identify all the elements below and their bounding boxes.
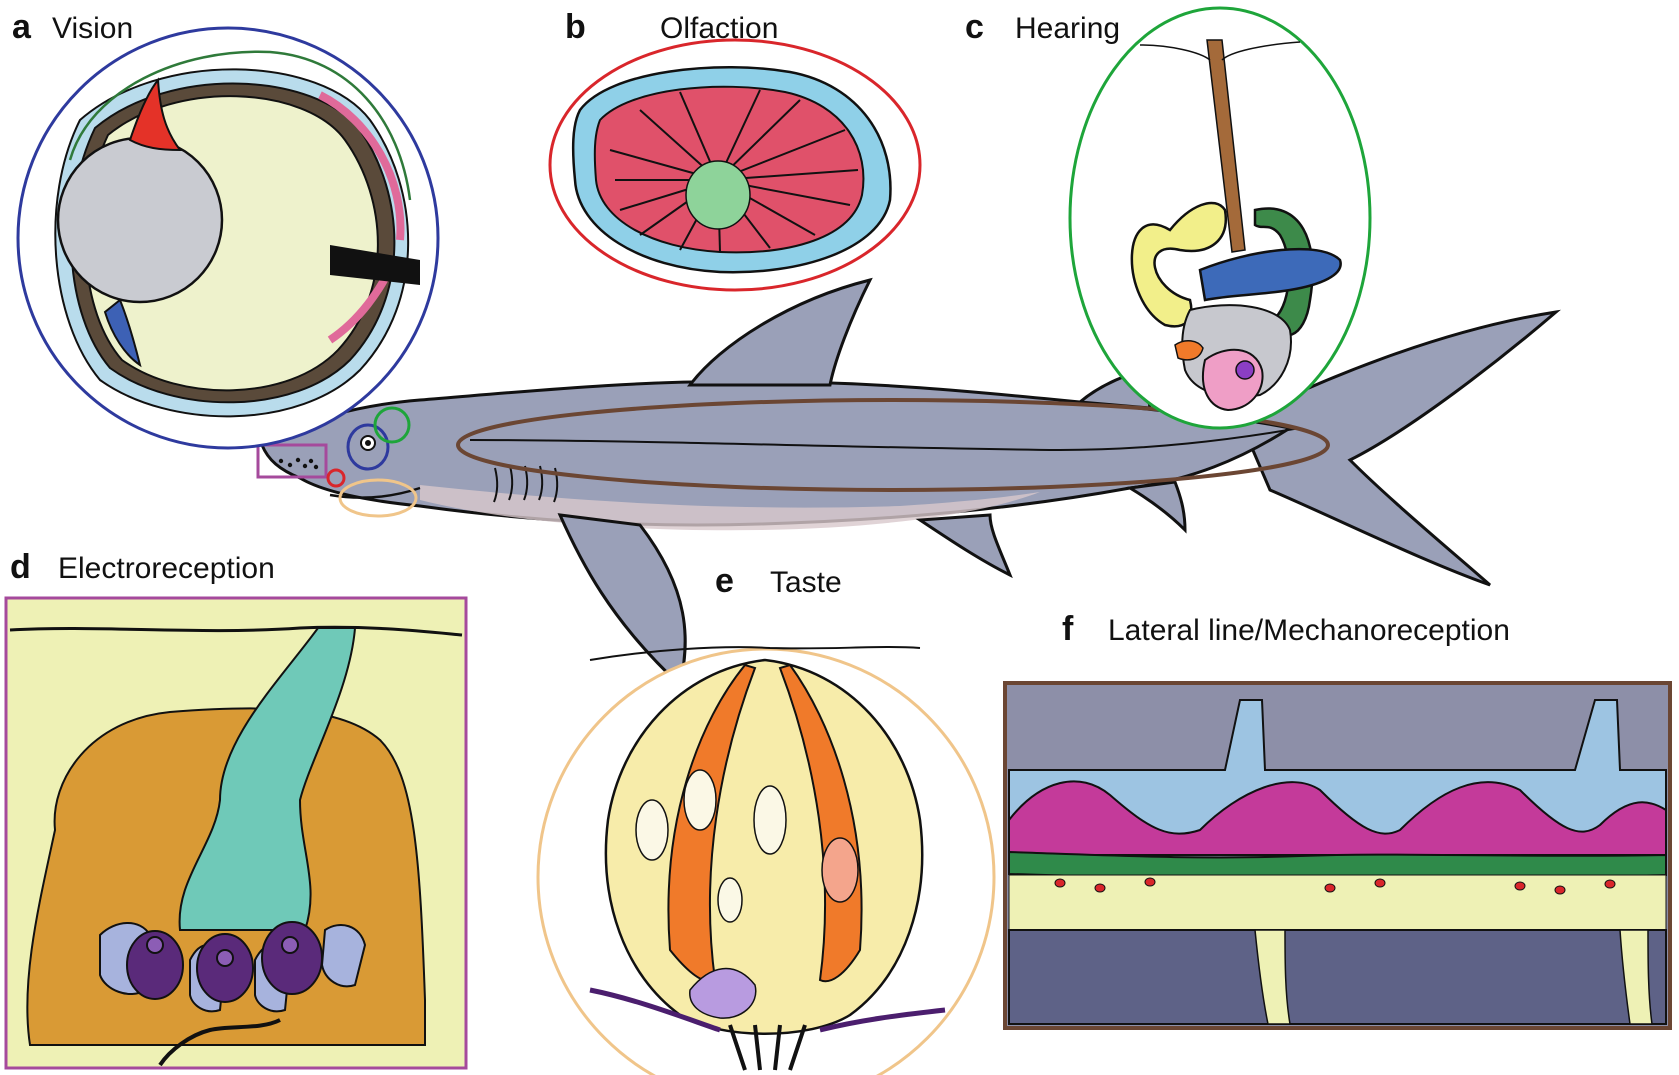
panel-f-title: Lateral line/Mechanoreception: [1108, 614, 1510, 647]
ampulla-canal: [178, 627, 357, 931]
panel-a-letter: a: [12, 8, 32, 46]
receptor-cells: [99, 921, 367, 1013]
lateral-line-cupulae: [1008, 780, 1667, 856]
marker-hearing: [373, 406, 411, 444]
shark-lateral-line: [469, 427, 1301, 452]
panel-e-taste: e Taste: [536, 562, 996, 1075]
panel-d-letter: d: [10, 548, 31, 586]
shark-dorsal-fin: [686, 277, 873, 387]
eye-lens: [56, 136, 224, 304]
panel-c-hearing: c Hearing: [965, 6, 1372, 430]
panel-f-letter: f: [1062, 610, 1074, 648]
panel-e-title: Taste: [770, 566, 842, 599]
marker-vision: [346, 423, 390, 471]
panel-e-letter: e: [715, 562, 734, 600]
shark-caudal-fin: [1238, 309, 1561, 587]
shark-pelvic-fin: [915, 513, 1013, 579]
panel-a-title: Vision: [52, 12, 133, 45]
panel-d-electroreception: d Electroreception: [4, 548, 468, 1070]
marker-electroreception: [256, 443, 328, 479]
panel-a-vision: a Vision: [12, 8, 440, 450]
panel-b-olfaction: b Olfaction: [548, 8, 922, 292]
panel-c-title: Hearing: [1015, 12, 1120, 45]
optic-nerve: [330, 245, 420, 285]
shark-anal-fin: [1125, 480, 1187, 534]
panel-f-lateral-line: f Lateral line/Mechanoreception: [1003, 610, 1672, 1030]
marker-olfaction: [326, 468, 346, 488]
panel-d-title: Electroreception: [58, 552, 275, 585]
panel-c-letter: c: [965, 8, 984, 46]
shark-illustration: [256, 277, 1561, 688]
shark-ampullary-pores: [278, 457, 319, 470]
marker-taste: [338, 478, 418, 518]
olfactory-center: [685, 160, 751, 230]
marker-lateral-line: [456, 398, 1330, 492]
shark-pectoral-fin: [557, 513, 687, 688]
panel-b-letter: b: [565, 8, 586, 46]
